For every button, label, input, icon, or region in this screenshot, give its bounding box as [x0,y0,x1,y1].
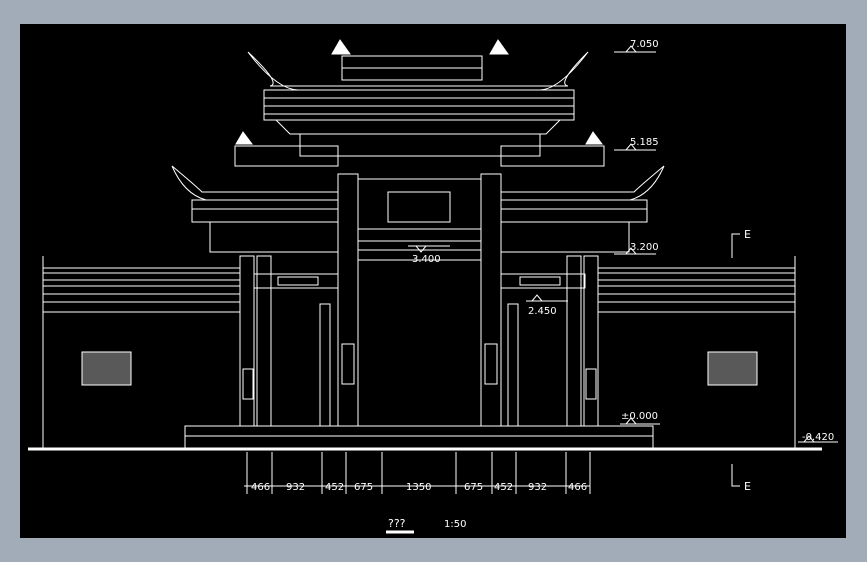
left-lattice-window [81,351,132,386]
drawing-scale: 1:50 [444,519,466,530]
right-lower-roof [500,131,665,253]
left-lower-roof [171,131,339,253]
section-mark-lower: E [744,480,751,493]
level-markers [408,45,838,443]
level-middle-beam: 3.400 [412,254,441,265]
section-mark-lines [731,233,740,487]
dim-label: 1350 [406,482,431,493]
level-grade: -0.420 [802,432,834,443]
level-lower-eave: 3.200 [630,242,659,253]
dim-label: 932 [286,482,305,493]
beams [253,178,586,289]
level-side-beam: 2.450 [528,306,557,317]
dim-label: 466 [568,482,587,493]
dim-label: 675 [464,482,483,493]
right-wall [597,256,796,449]
level-top: 7.050 [630,39,659,50]
dim-label: 452 [325,482,344,493]
cad-canvas[interactable]: 7.050 5.185 3.200 3.400 2.450 ±0.000 -0.… [20,24,846,538]
elevation-labels: 7.050 5.185 3.200 3.400 2.450 ±0.000 -0.… [412,39,834,443]
gate-elevation-drawing: 7.050 5.185 3.200 3.400 2.450 ±0.000 -0.… [28,39,838,534]
dim-label: 466 [251,482,270,493]
dimension-line [244,452,591,494]
left-wall [42,256,241,449]
central-plaque [387,191,451,223]
plinth [184,425,654,449]
drawing-title: ??? [388,517,406,530]
section-mark-upper: E [744,228,751,241]
dim-label: 452 [494,482,513,493]
dim-label: 932 [528,482,547,493]
dim-label: 675 [354,482,373,493]
upper-roof [247,39,589,157]
columns [239,173,599,427]
level-upper-eave: 5.185 [630,137,659,148]
dimension-labels: 466 932 452 675 1350 675 452 932 466 [251,482,587,493]
level-ground: ±0.000 [621,411,658,422]
right-lattice-window [707,351,758,386]
